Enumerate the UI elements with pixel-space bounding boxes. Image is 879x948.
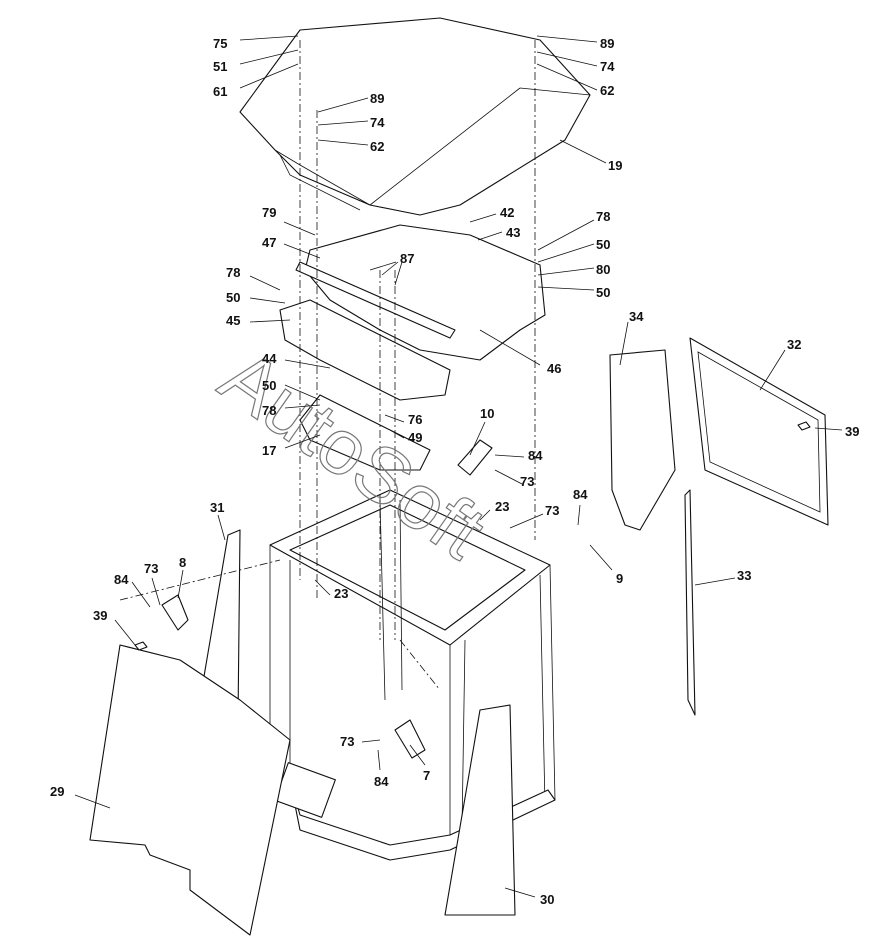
label-49: 49	[408, 430, 422, 445]
label-7: 7	[423, 768, 430, 783]
strip-panel	[295, 261, 456, 339]
label-80: 80	[596, 262, 610, 277]
label-30: 30	[540, 892, 554, 907]
label-39: 39	[845, 424, 859, 439]
glass-30	[444, 704, 516, 916]
label-50: 50	[596, 237, 610, 252]
label-31: 31	[210, 500, 224, 515]
label-62: 62	[600, 83, 614, 98]
glass-32	[689, 337, 829, 526]
label-39: 39	[93, 608, 107, 623]
leader-lines	[74, 35, 843, 898]
part-number-labels: 75 51 61 89 74 62 89 74 62 19 79 47 42 4…	[50, 36, 859, 907]
label-47: 47	[262, 235, 276, 250]
label-73: 73	[545, 503, 559, 518]
cushion-39b	[797, 421, 811, 431]
label-78: 78	[226, 265, 240, 280]
label-51: 51	[213, 59, 227, 74]
headliner-plate	[304, 224, 546, 361]
label-75: 75	[213, 36, 227, 51]
label-79: 79	[262, 205, 276, 220]
bracket-10	[457, 439, 493, 476]
label-23: 23	[334, 586, 348, 601]
label-89: 89	[600, 36, 614, 51]
label-87: 87	[400, 251, 414, 266]
label-78: 78	[262, 403, 276, 418]
glass-29	[89, 644, 291, 936]
label-45: 45	[226, 313, 240, 328]
label-84: 84	[573, 487, 588, 502]
label-84: 84	[528, 448, 543, 463]
label-42: 42	[500, 205, 514, 220]
label-23: 23	[495, 499, 509, 514]
label-34: 34	[629, 309, 644, 324]
label-9: 9	[616, 571, 623, 586]
label-62: 62	[370, 139, 384, 154]
label-50: 50	[226, 290, 240, 305]
label-50: 50	[596, 285, 610, 300]
inner-panel	[279, 299, 451, 401]
bracket-8	[161, 594, 189, 631]
label-17: 17	[262, 443, 276, 458]
cushion-39	[134, 641, 148, 651]
glass-33	[684, 489, 696, 716]
label-73: 73	[144, 561, 158, 576]
label-29: 29	[50, 784, 64, 799]
label-46: 46	[547, 361, 561, 376]
bracket-panel	[299, 394, 431, 471]
label-73: 73	[520, 474, 534, 489]
roof-panel	[239, 17, 591, 216]
label-74: 74	[370, 115, 385, 130]
label-73: 73	[340, 734, 354, 749]
cab-frame	[269, 489, 556, 861]
label-50: 50	[262, 378, 276, 393]
label-8: 8	[179, 555, 186, 570]
label-78: 78	[596, 209, 610, 224]
label-76: 76	[408, 412, 422, 427]
label-43: 43	[506, 225, 520, 240]
label-61: 61	[213, 84, 227, 99]
bracket-7	[394, 719, 426, 759]
label-84: 84	[114, 572, 129, 587]
glass-34	[609, 349, 676, 531]
label-74: 74	[600, 59, 615, 74]
label-19: 19	[608, 158, 622, 173]
label-32: 32	[787, 337, 801, 352]
label-84: 84	[374, 774, 389, 789]
label-33: 33	[737, 568, 751, 583]
label-10: 10	[480, 406, 494, 421]
label-44: 44	[262, 351, 277, 366]
label-89: 89	[370, 91, 384, 106]
